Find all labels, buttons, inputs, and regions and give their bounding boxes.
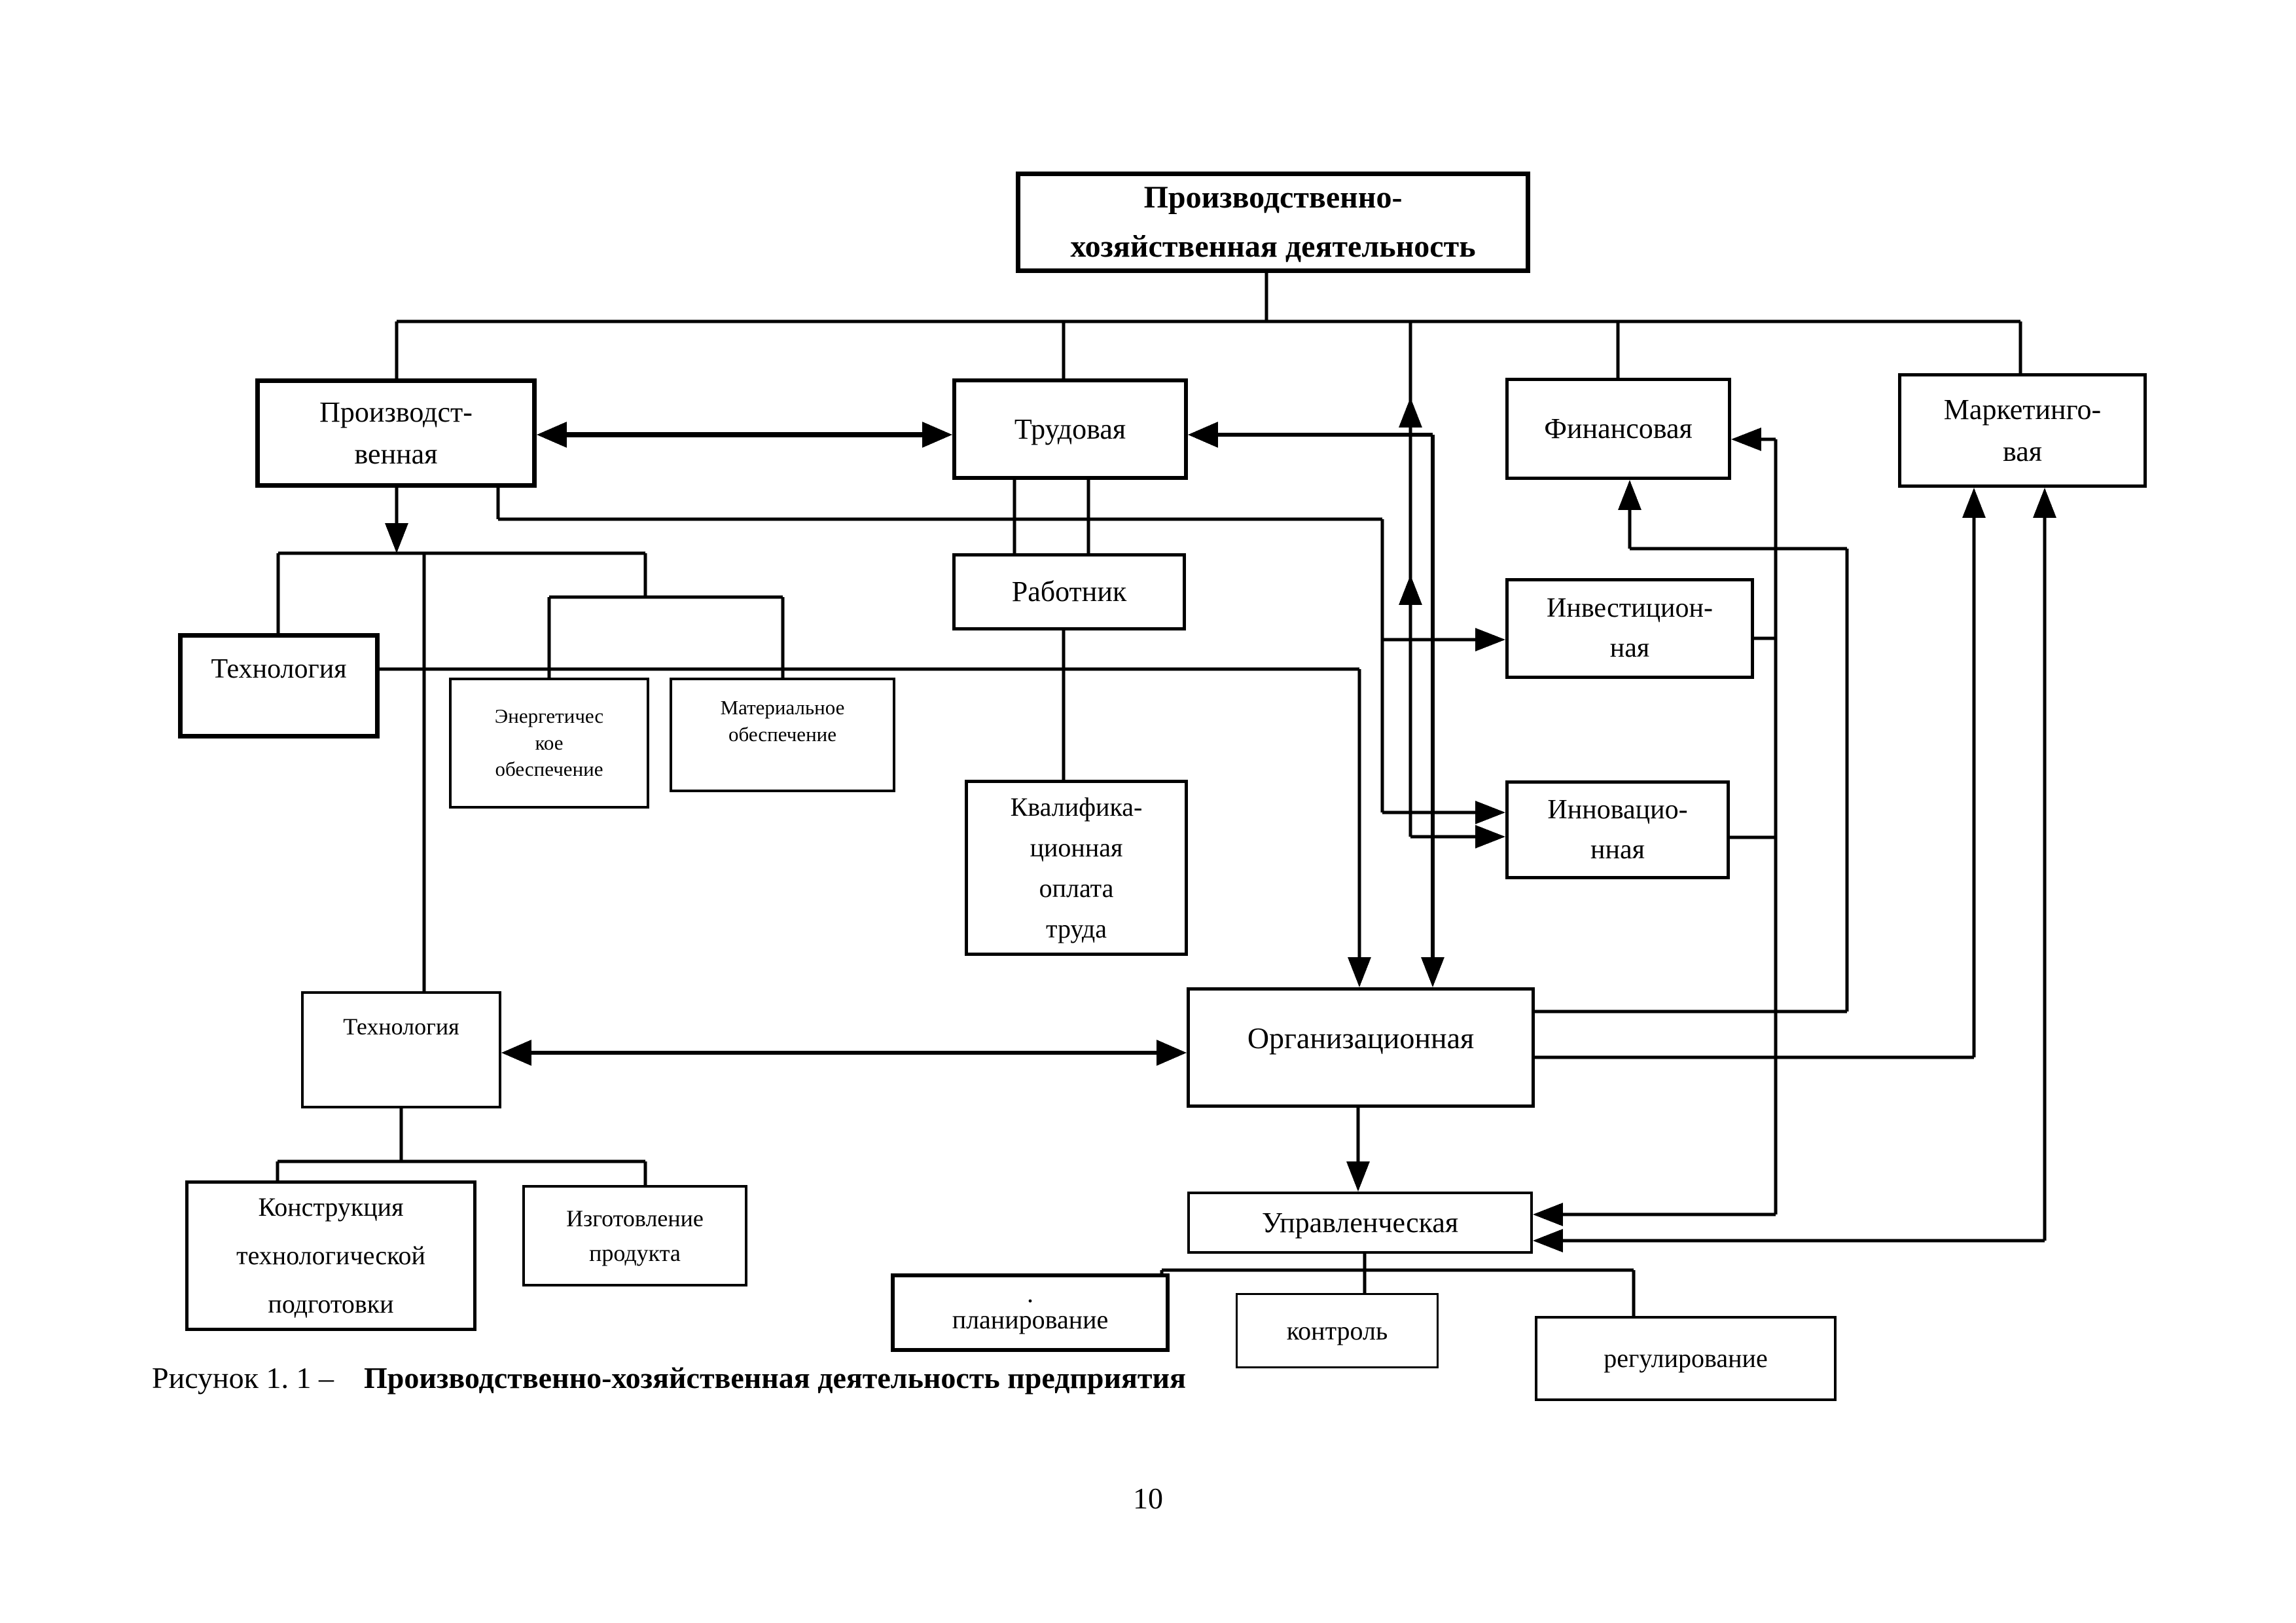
left-arrowhead-into-financial [1731,428,1761,451]
node-marketing: Маркетинго- вая [1898,373,2147,488]
edge-technology2-organizational [501,1040,1187,1066]
edge-technology2-children [276,1108,647,1185]
node-labor: Трудовая [952,378,1188,480]
node-construction-line: подготовки [268,1289,394,1319]
node-material-line: обеспечение [728,722,837,746]
node-production: Производст- венная [255,378,537,488]
node-energy-line: кое [535,731,564,754]
page-number: 10 [1133,1482,1163,1515]
node-product-making-line: продукта [589,1239,681,1266]
node-worker-line: Работник [1011,575,1127,608]
edge-production-labor [537,422,952,448]
edge-labor-organizational [1188,422,1444,987]
edge-organizational-managerial [1346,1108,1370,1192]
node-energy: Энергетичес кое обеспечение [449,678,649,809]
node-root-line: Производственно- [1143,180,1403,215]
node-organizational-line: Организационная [1247,1021,1475,1055]
left-arrowhead-into-managerial [1533,1203,1563,1226]
node-energy-line: Энергетичес [494,704,604,727]
node-construction-line: технологической [236,1241,425,1270]
node-organizational: Организационная [1187,987,1535,1108]
right-arrowhead-into-investment [1475,628,1505,651]
edge-marketing-managerial [1533,488,2056,1252]
node-construction: Конструкция технологической подготовки [185,1180,476,1331]
node-technology1-line: Технология [211,654,347,684]
node-material: Материальное обеспечение [670,678,895,792]
node-construction-line: Конструкция [258,1192,404,1222]
node-planning: . планирование [891,1273,1170,1352]
node-managerial-line: Управленческая [1261,1206,1459,1239]
figure-caption-title: Производственно-хозяйственная деятельнос… [363,1361,1186,1395]
node-qualification-line: Квалифика- [1010,792,1143,822]
right-arrowhead-into-innovation [1475,825,1505,848]
up-arrowhead [1399,575,1422,605]
node-production-line: Производст- [319,395,473,428]
up-arrowhead-into-marketing [2033,488,2056,518]
node-technology2: Технология [301,991,501,1108]
node-innovation: Инновацио- нная [1505,780,1730,879]
node-qualification-line: ционная [1030,832,1123,862]
node-control-line: контроль [1286,1315,1388,1345]
node-marketing-line: Маркетинго- [1943,393,2102,426]
edge-production-investment-innovation [496,488,1505,824]
node-technology1: Технология [178,633,380,739]
up-arrowhead [1399,397,1422,428]
node-innovation-line: Инновацио- [1547,794,1688,825]
node-innovation-line: нная [1590,834,1645,865]
node-financial-line: Финансовая [1544,412,1693,445]
figure-caption: Рисунок 1. 1 – Производственно-хозяйстве… [152,1360,1186,1395]
node-financial: Финансовая [1505,378,1731,480]
node-managerial: Управленческая [1187,1192,1533,1254]
node-product-making: Изготовление продукта [522,1185,747,1286]
node-regulation: регулирование [1535,1316,1837,1401]
edge-managerial-functions [1160,1254,1636,1319]
right-arrowhead-into-innovation [1475,801,1505,824]
node-energy-line: обеспечение [495,757,603,781]
edge-root-to-level2-rail [395,273,2022,378]
node-material-line: Материальное [720,696,845,719]
node-investment-line: ная [1609,633,1650,663]
node-planning-line: планирование [952,1305,1109,1334]
node-qualification: Квалифика- ционная оплата труда [965,780,1188,956]
node-production-line: венная [354,437,438,470]
figure-caption-prefix: Рисунок 1. 1 – [152,1361,334,1395]
edge-organizational-marketing [1535,488,1986,1059]
node-investment-line: Инвестицион- [1547,593,1713,624]
node-investment: Инвестицион- ная [1505,578,1754,679]
node-worker: Работник [952,553,1186,630]
edge-organizational-financial [1535,480,1849,1013]
node-labor-line: Трудовая [1014,412,1126,445]
node-technology2-line: Технология [343,1013,459,1040]
node-marketing-line: вая [2003,435,2042,467]
edge-labor-worker-qualification [1013,480,1090,780]
node-planning-dot: . [1027,1279,1033,1308]
edge-upflow-bus [1399,321,1505,848]
node-regulation-line: регулирование [1604,1343,1768,1373]
left-arrowhead-into-managerial [1533,1229,1563,1252]
edge-technology1-organizational [380,667,1371,987]
node-root: Производственно- хозяйственная деятельно… [1016,172,1530,273]
node-control: контроль [1236,1293,1439,1368]
node-product-making-line: Изготовление [566,1205,704,1232]
node-qualification-line: труда [1045,913,1107,943]
down-arrowhead-onto-rail [385,523,408,553]
node-qualification-line: оплата [1039,873,1114,903]
edge-financial-managerial-bus [1533,428,1778,1226]
edge-production-resources [276,488,785,991]
node-root-line: хозяйственная деятельность [1070,228,1476,264]
